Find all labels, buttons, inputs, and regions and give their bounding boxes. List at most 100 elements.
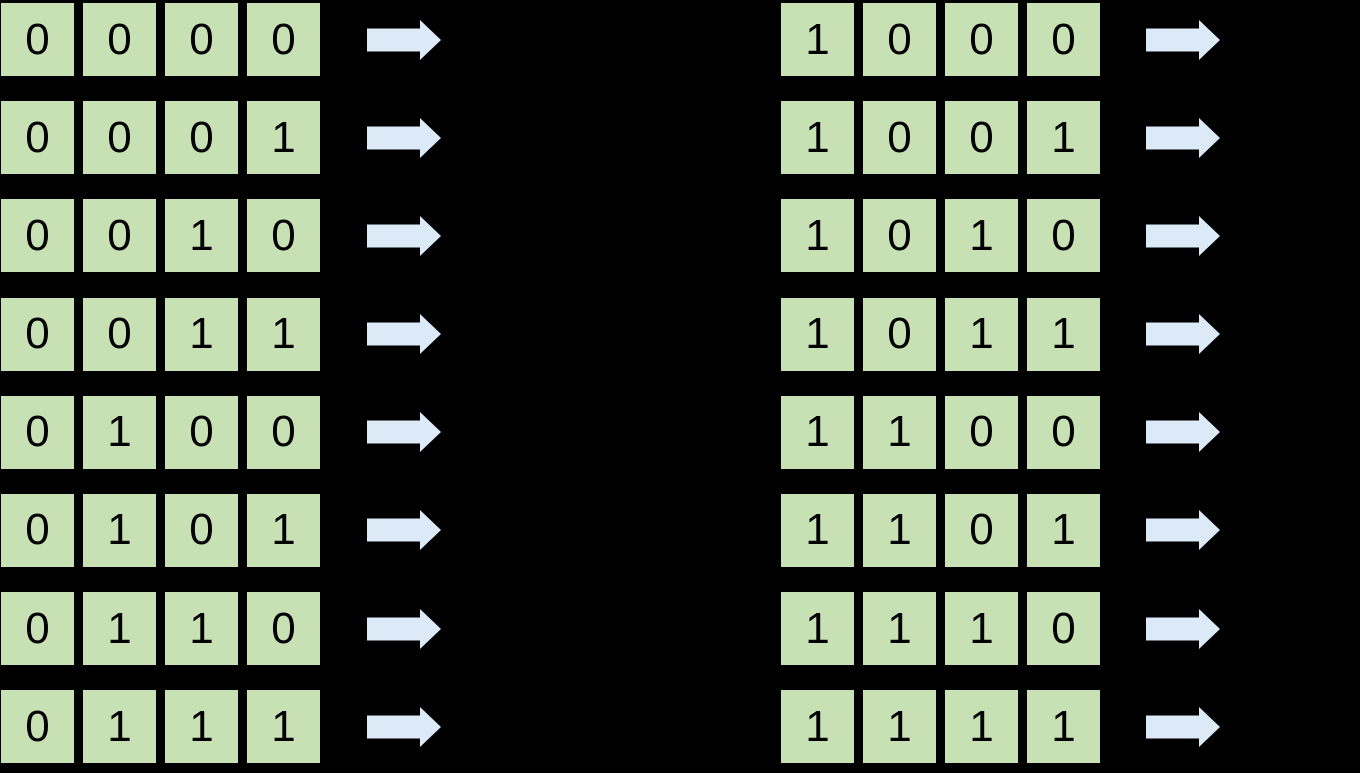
bit-cell: 0	[945, 101, 1018, 175]
bit-cell: 1	[781, 101, 854, 175]
bit-cell: 0	[165, 101, 238, 175]
right-arrow-icon	[1146, 117, 1220, 158]
bit-cell: 1	[781, 493, 854, 567]
bit-cell: 1	[1027, 690, 1100, 764]
bit-cell: 0	[165, 493, 238, 567]
bit-cell: 0	[1, 690, 74, 764]
bit-cell: 0	[863, 297, 936, 371]
bit-cell: 0	[83, 101, 156, 175]
right-arrow-icon	[1146, 19, 1220, 60]
bit-cell: 0	[863, 101, 936, 175]
bit-cell: 1	[1027, 493, 1100, 567]
bit-cell: 0	[863, 3, 936, 76]
bit-cell: 1	[1027, 297, 1100, 371]
bit-cell: 1	[165, 690, 238, 764]
bit-cell: 0	[945, 395, 1018, 469]
bit-cell: 1	[945, 690, 1018, 764]
bit-cell: 1	[863, 592, 936, 666]
bit-cell: 0	[945, 3, 1018, 76]
bit-cell: 1	[247, 101, 320, 175]
bit-cell: 0	[1027, 395, 1100, 469]
bit-cell: 1	[781, 690, 854, 764]
bit-cell: 1	[781, 297, 854, 371]
right-arrow-icon	[367, 706, 441, 747]
bit-cell: 1	[781, 199, 854, 273]
right-arrow-icon	[367, 510, 441, 551]
right-arrow-icon	[1146, 215, 1220, 256]
bit-cell: 1	[781, 3, 854, 76]
bit-cell: 0	[165, 3, 238, 76]
bit-cell: 0	[247, 592, 320, 666]
bit-cell: 0	[1, 199, 74, 273]
bit-cell: 1	[1027, 101, 1100, 175]
bit-cell: 0	[247, 3, 320, 76]
bit-cell: 0	[1027, 3, 1100, 76]
right-arrow-icon	[1146, 412, 1220, 453]
right-arrow-icon	[367, 314, 441, 355]
bit-cell: 1	[83, 592, 156, 666]
right-arrow-icon	[367, 412, 441, 453]
bit-cell: 1	[165, 199, 238, 273]
bit-cell: 0	[247, 199, 320, 273]
bit-cell: 0	[1, 297, 74, 371]
right-arrow-icon	[1146, 314, 1220, 355]
bit-cell: 0	[1027, 592, 1100, 666]
bit-cell: 1	[247, 297, 320, 371]
bit-cell: 1	[863, 690, 936, 764]
right-arrow-icon	[367, 19, 441, 60]
bit-cell: 1	[165, 297, 238, 371]
bit-cell: 1	[247, 493, 320, 567]
bit-cell: 0	[1, 493, 74, 567]
bit-cell: 1	[247, 690, 320, 764]
bit-cell: 0	[165, 395, 238, 469]
bit-cell: 1	[945, 199, 1018, 273]
right-arrow-icon	[367, 608, 441, 649]
bit-cell: 1	[83, 690, 156, 764]
right-arrow-icon	[367, 117, 441, 158]
right-arrow-icon	[1146, 608, 1220, 649]
bit-cell: 0	[1, 395, 74, 469]
bit-cell: 1	[83, 395, 156, 469]
bit-cell: 0	[83, 199, 156, 273]
bit-cell: 0	[83, 297, 156, 371]
bit-cell: 0	[863, 199, 936, 273]
bit-cell: 1	[945, 592, 1018, 666]
bit-cell: 1	[781, 395, 854, 469]
right-arrow-icon	[1146, 706, 1220, 747]
bit-cell: 1	[863, 493, 936, 567]
bit-cell: 1	[83, 493, 156, 567]
right-arrow-icon	[367, 215, 441, 256]
bit-cell: 0	[1, 592, 74, 666]
